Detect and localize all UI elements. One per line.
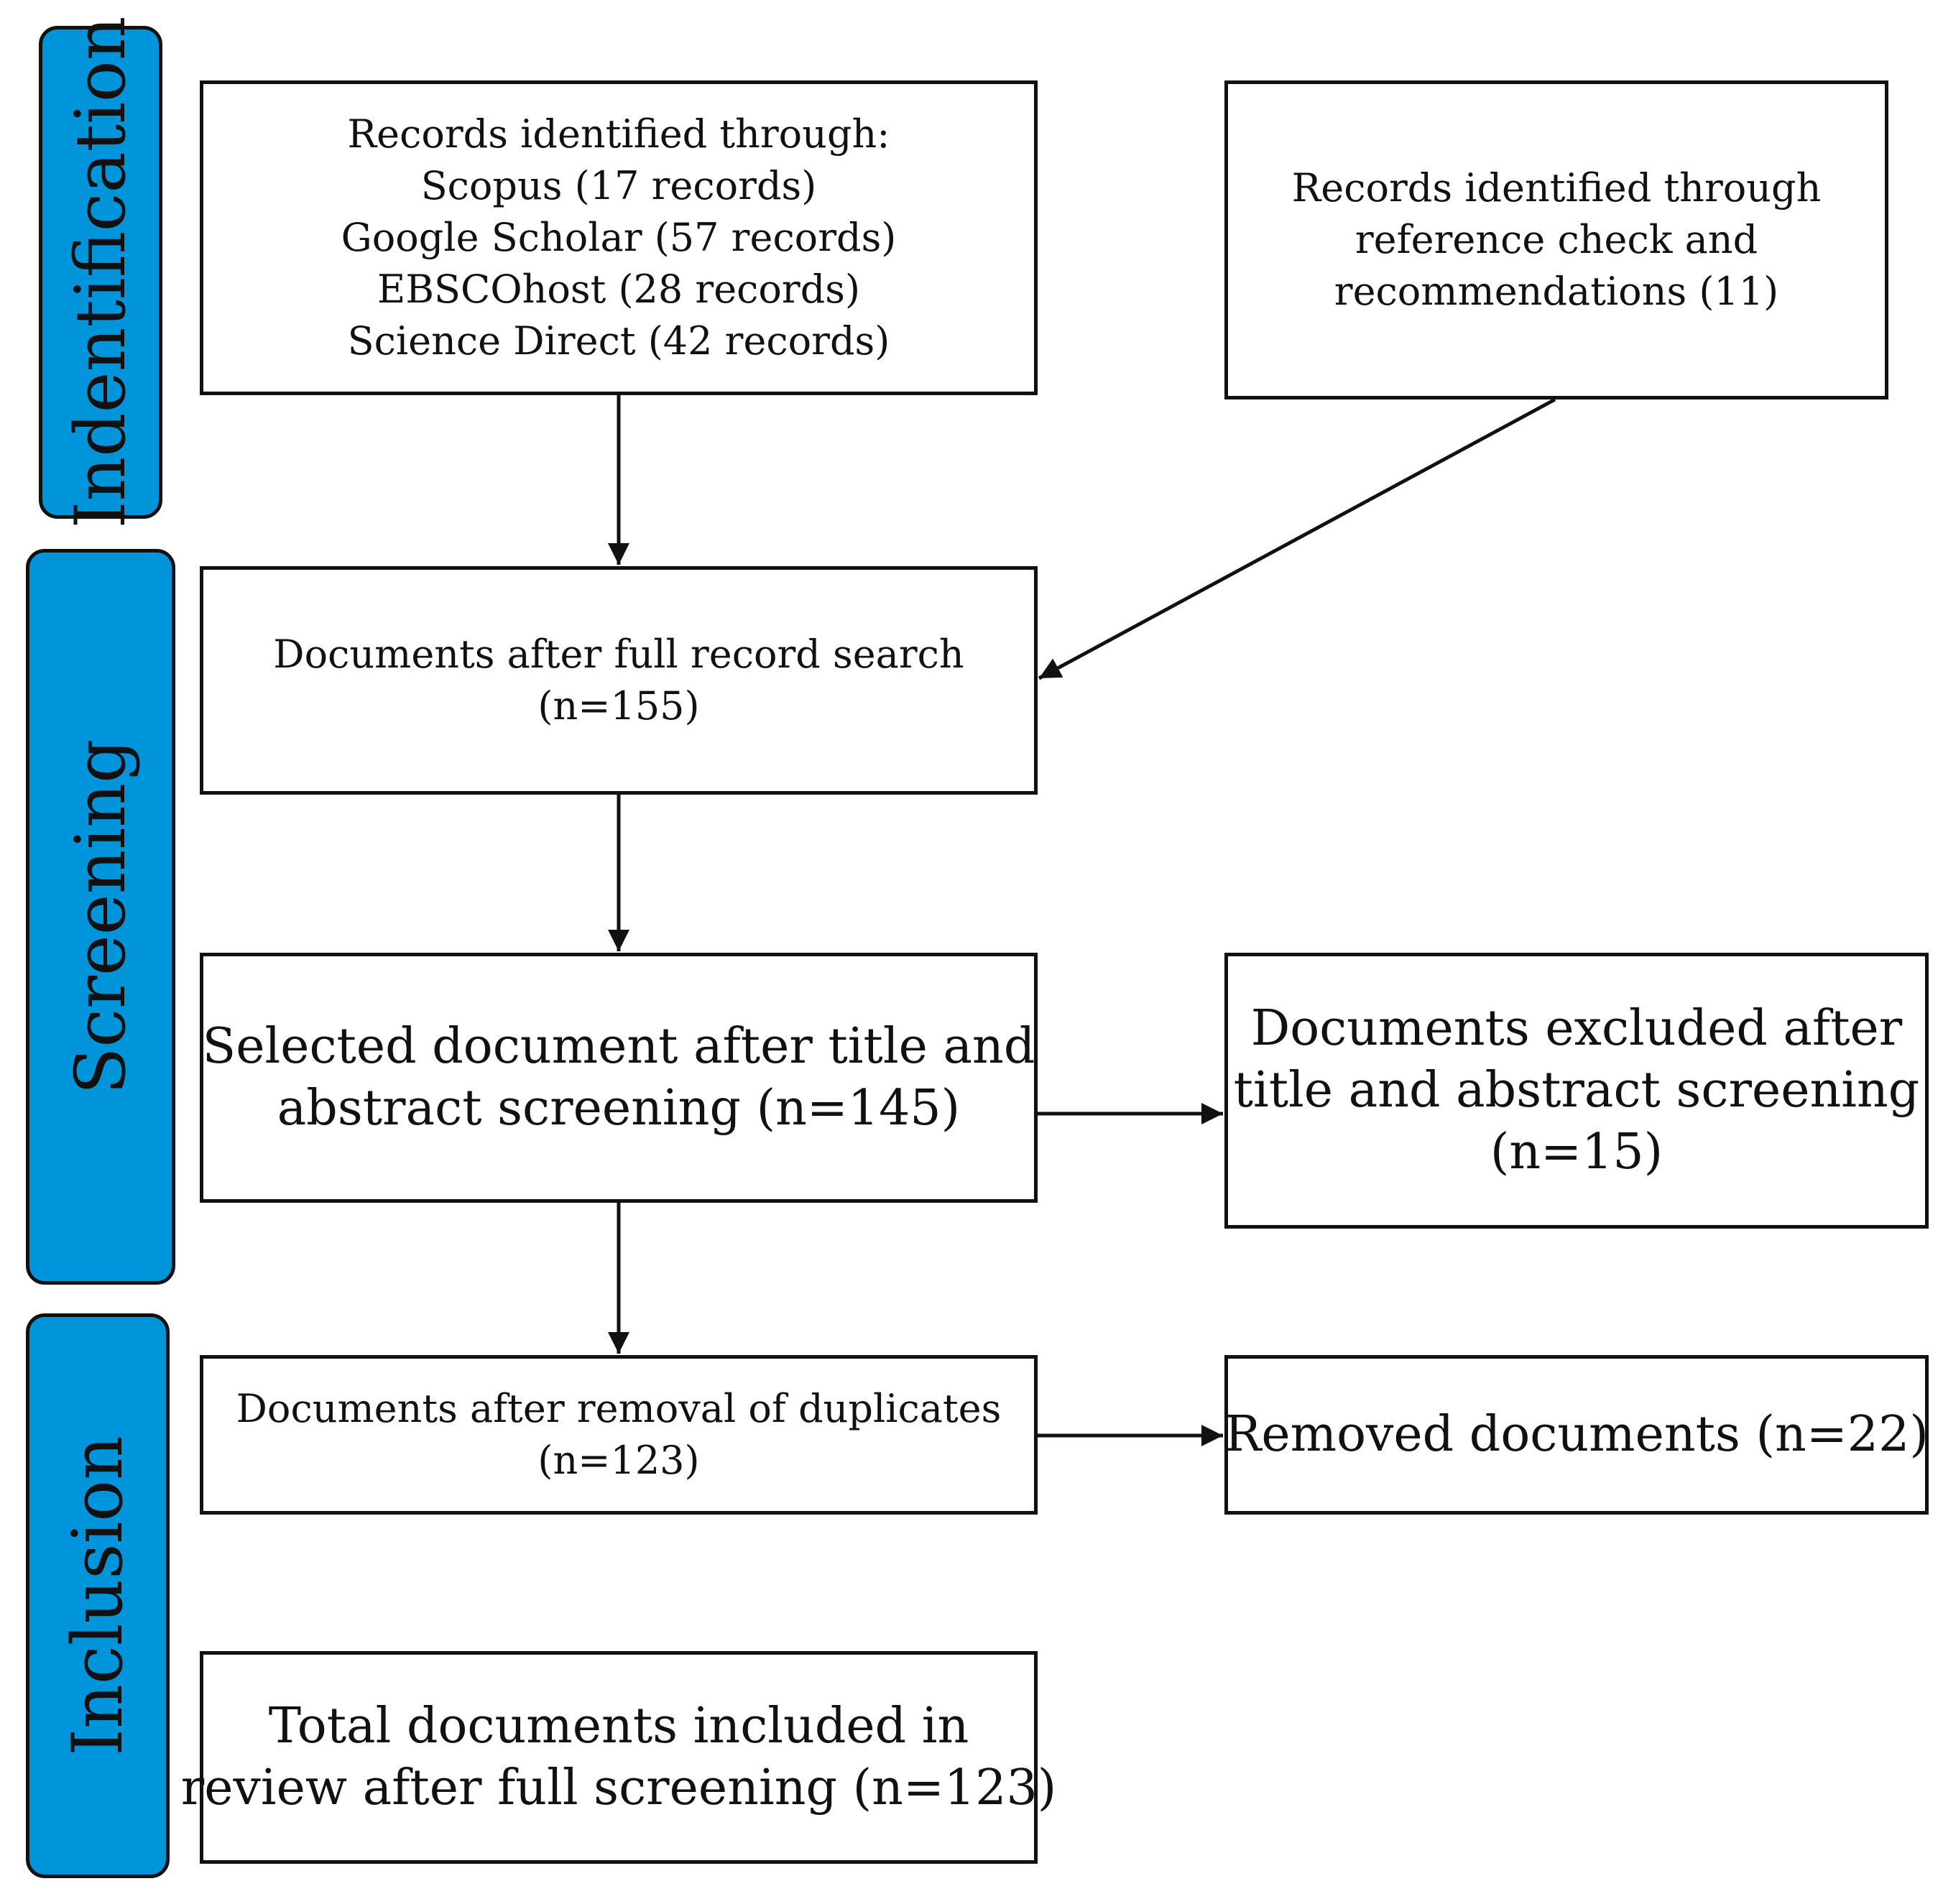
box-line: Documents after full record search: [273, 632, 964, 677]
records-databases-box: Records identified through: Scopus (17 r…: [200, 80, 1038, 395]
box-line: Google Scholar (57 records): [341, 215, 897, 260]
total-included-box: Total documents included in review after…: [181, 1651, 1056, 1864]
box-line: reference check and: [1354, 217, 1758, 262]
records-other-sources-box: Records identified through reference che…: [1224, 80, 1888, 399]
box-line: abstract screening (n=145): [277, 1080, 961, 1137]
box-line: (n=155): [537, 683, 700, 729]
stage-identification: Indentification: [39, 16, 162, 529]
box-line: Records identified through:: [347, 111, 890, 157]
box-line: (n=15): [1490, 1124, 1663, 1180]
box-line: title and abstract screening: [1233, 1062, 1920, 1119]
box-line: Documents excluded after: [1250, 1000, 1903, 1057]
box-line: (n=123): [537, 1438, 700, 1483]
box-line: Documents after removal of duplicates: [236, 1386, 1002, 1431]
box-line: EBSCOhost (28 records): [377, 267, 861, 312]
removed-documents-box: Removed documents (n=22): [1224, 1355, 1929, 1515]
full-record-search-box: Documents after full record search (n=15…: [200, 566, 1038, 795]
duplicates-removed-box: Documents after removal of duplicates (n…: [200, 1355, 1038, 1515]
stage-inclusion: Inclusion: [26, 1313, 170, 1878]
box-line: Science Direct (42 records): [347, 318, 890, 364]
title-abstract-screening-box: Selected document after title and abstra…: [200, 953, 1038, 1203]
stage-screening: Screening: [26, 549, 175, 1285]
box-line: Records identified through: [1291, 165, 1822, 211]
arrow-other-to-full-search: [1038, 397, 1556, 680]
box-line: Selected document after title and: [202, 1018, 1035, 1075]
excluded-documents-box: Documents excluded after title and abstr…: [1224, 953, 1929, 1229]
box-line: review after full screening (n=123): [180, 1760, 1057, 1816]
box-line: Removed documents (n=22): [1224, 1406, 1929, 1463]
box-line: Total documents included in: [268, 1698, 969, 1755]
box-line: recommendations (11): [1334, 269, 1779, 314]
box-line: Scopus (17 records): [420, 163, 817, 208]
